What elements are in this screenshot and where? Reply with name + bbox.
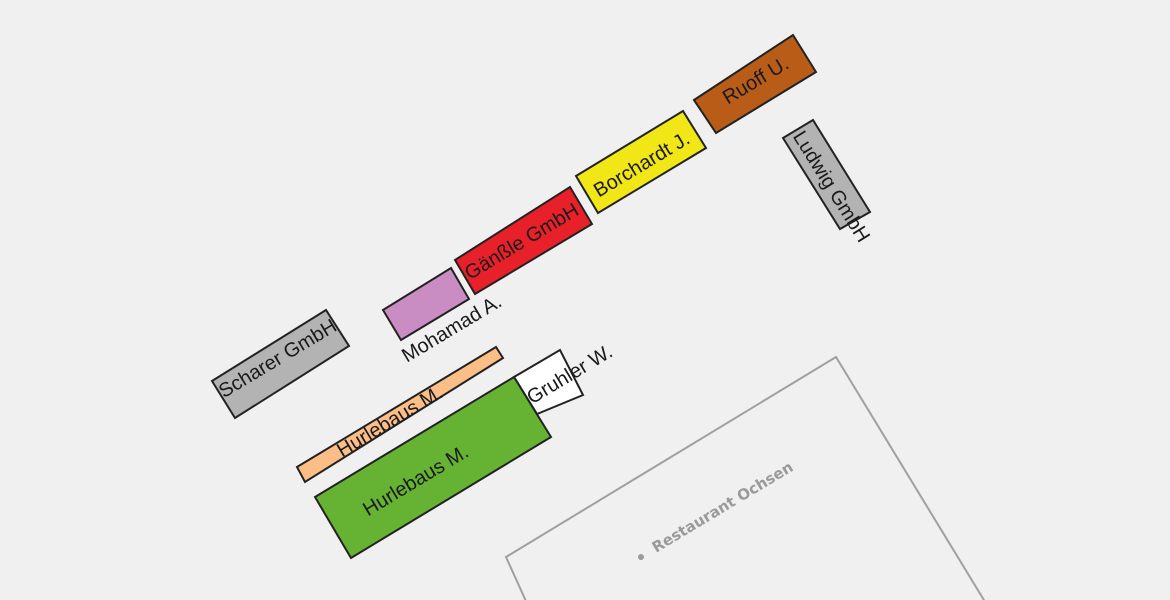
label-gaensle: Gänßle GmbH [461,199,583,284]
restaurant-building-outline [504,355,986,600]
label-ludwig: Ludwig GmbH [788,127,874,246]
restaurant-poi-label: Restaurant Ochsen [649,458,797,557]
stall-ludwig[interactable] [781,118,872,231]
stall-borchardt[interactable] [574,109,708,215]
restaurant-poi-marker[interactable] [638,554,644,560]
stall-hurlebaus-large[interactable] [313,375,553,560]
stall-ruoff[interactable] [692,33,818,135]
stall-mohamad[interactable] [381,266,471,342]
stall-gaensle[interactable] [453,185,594,296]
stall-hurlebaus-small[interactable] [295,345,505,484]
stall-scharer[interactable] [210,308,351,420]
